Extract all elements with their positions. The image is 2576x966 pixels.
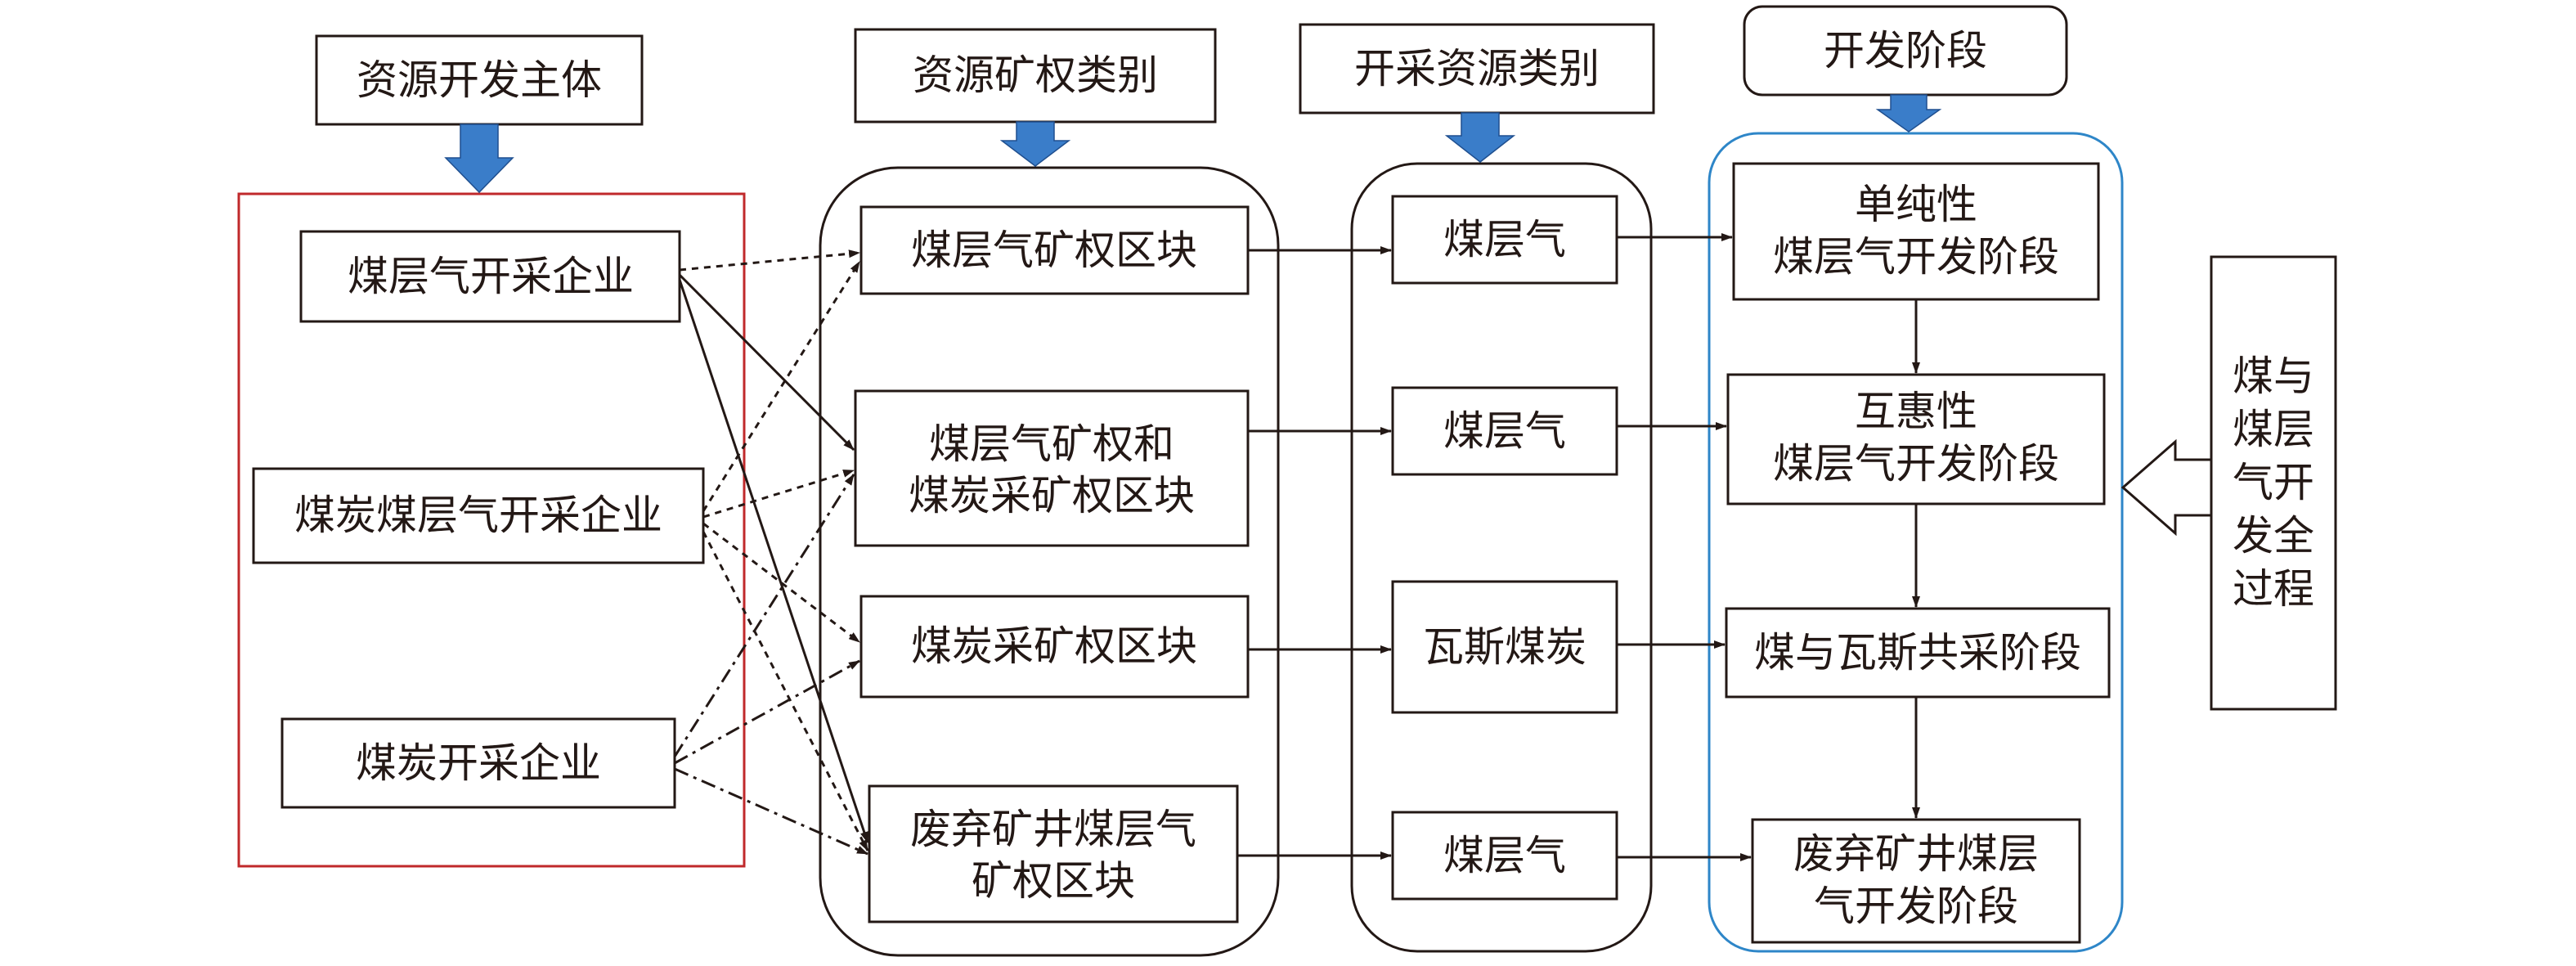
svg-text:废弃矿井煤层: 废弃矿井煤层	[1793, 830, 2039, 878]
svg-text:煤层气: 煤层气	[1443, 832, 1566, 879]
svg-text:气开发阶段: 气开发阶段	[1814, 883, 2018, 930]
link-cbmco-to-cbmcoalblock	[678, 273, 855, 452]
svg-text:发全: 发全	[2233, 512, 2314, 559]
resource-cbm-1: 煤层气	[1391, 195, 1618, 285]
link-coalco-to-cbmcoalblock	[673, 474, 855, 757]
link-cbmco-to-abandoned	[678, 279, 869, 843]
whole-process-box: 煤与 煤层 气开 发全 过程	[2210, 255, 2337, 711]
svg-text:煤层气矿权和: 煤层气矿权和	[929, 420, 1174, 468]
svg-text:煤炭采矿权区块: 煤炭采矿权区块	[909, 472, 1195, 519]
link-coalcbmco-to-abandoned	[702, 531, 869, 851]
svg-text:煤层: 煤层	[2233, 406, 2314, 453]
subject-group-frame	[237, 192, 746, 868]
svg-text:矿权区块: 矿权区块	[972, 857, 1135, 905]
header-arrow-subject	[444, 124, 514, 194]
svg-text:过程: 过程	[2233, 565, 2314, 613]
header-arrow-stage	[1875, 94, 1942, 133]
header-arrow-resource	[1444, 112, 1516, 163]
header-rights: 资源矿权类别	[854, 28, 1217, 124]
link-coalco-to-abandoned	[674, 767, 868, 856]
rights-coal-block: 煤炭采矿权区块	[859, 595, 1250, 699]
svg-text:煤与瓦斯共采阶段: 煤与瓦斯共采阶段	[1754, 629, 2081, 676]
svg-text:煤层气开发阶段: 煤层气开发阶段	[1773, 233, 2059, 281]
svg-text:单纯性: 单纯性	[1855, 181, 1977, 228]
svg-text:煤层气开发阶段: 煤层气开发阶段	[1773, 440, 2059, 487]
svg-text:资源开发主体: 资源开发主体	[357, 56, 602, 104]
rights-abandoned-block: 废弃矿井煤层气 矿权区块	[868, 784, 1239, 923]
subject-cbm-company: 煤层气开采企业	[299, 230, 681, 323]
header-arrow-rights	[999, 121, 1071, 167]
rights-cbm-block: 煤层气矿权区块	[859, 205, 1250, 295]
subject-coal-company: 煤炭开采企业	[280, 717, 676, 809]
svg-text:煤炭采矿权区块: 煤炭采矿权区块	[911, 622, 1197, 670]
stage-simple-cbm: 单纯性 煤层气开发阶段	[1732, 162, 2100, 301]
resource-gas-coal: 瓦斯煤炭	[1391, 580, 1618, 714]
rights-group-frame	[819, 166, 1280, 957]
svg-text:开采资源类别: 开采资源类别	[1354, 45, 1600, 92]
link-coalcbmco-to-coalblock	[702, 522, 860, 644]
stage-abandoned-cbm: 废弃矿井煤层 气开发阶段	[1751, 818, 2081, 944]
rights-cbm-coal-block: 煤层气矿权和 煤炭采矿权区块	[854, 389, 1250, 547]
svg-text:煤层气: 煤层气	[1443, 407, 1566, 455]
whole-process-arrow	[2120, 438, 2213, 537]
stage-coal-gas-comining: 煤与瓦斯共采阶段	[1725, 607, 2111, 699]
stage-group-frame	[1708, 132, 2124, 953]
link-coalco-to-coalblock	[674, 659, 860, 765]
header-subject: 资源开发主体	[315, 34, 644, 126]
svg-text:煤炭煤层气开采企业: 煤炭煤层气开采企业	[294, 492, 662, 539]
svg-text:互惠性: 互惠性	[1855, 388, 1977, 435]
svg-text:煤炭开采企业: 煤炭开采企业	[356, 739, 601, 787]
subject-coal-cbm-company: 煤炭煤层气开采企业	[252, 467, 705, 564]
resource-cbm-2: 煤层气	[1391, 386, 1618, 476]
svg-text:瓦斯煤炭: 瓦斯煤炭	[1423, 623, 1586, 671]
svg-text:废弃矿井煤层气: 废弃矿井煤层气	[910, 806, 1196, 853]
stage-reciprocal-cbm: 互惠性 煤层气开发阶段	[1726, 373, 2106, 505]
link-coalcbmco-to-cbmblock	[702, 261, 861, 512]
link-coalcbmco-to-cbmcoalblock	[702, 469, 855, 519]
resource-cbm-3: 煤层气	[1391, 811, 1618, 901]
svg-text:资源矿权类别: 资源矿权类别	[913, 52, 1158, 99]
svg-text:气开: 气开	[2233, 459, 2314, 506]
svg-text:煤层气: 煤层气	[1443, 216, 1566, 263]
link-cbmco-to-cbmblock	[679, 249, 860, 272]
resource-group-frame	[1350, 162, 1653, 953]
header-resource: 开采资源类别	[1299, 23, 1655, 115]
svg-text:煤与: 煤与	[2233, 353, 2314, 400]
svg-text:煤层气开采企业: 煤层气开采企业	[348, 253, 634, 300]
svg-text:煤层气矿权区块: 煤层气矿权区块	[911, 227, 1197, 274]
header-stage: 开发阶段	[1743, 5, 2068, 97]
svg-text:开发阶段: 开发阶段	[1824, 27, 1987, 74]
